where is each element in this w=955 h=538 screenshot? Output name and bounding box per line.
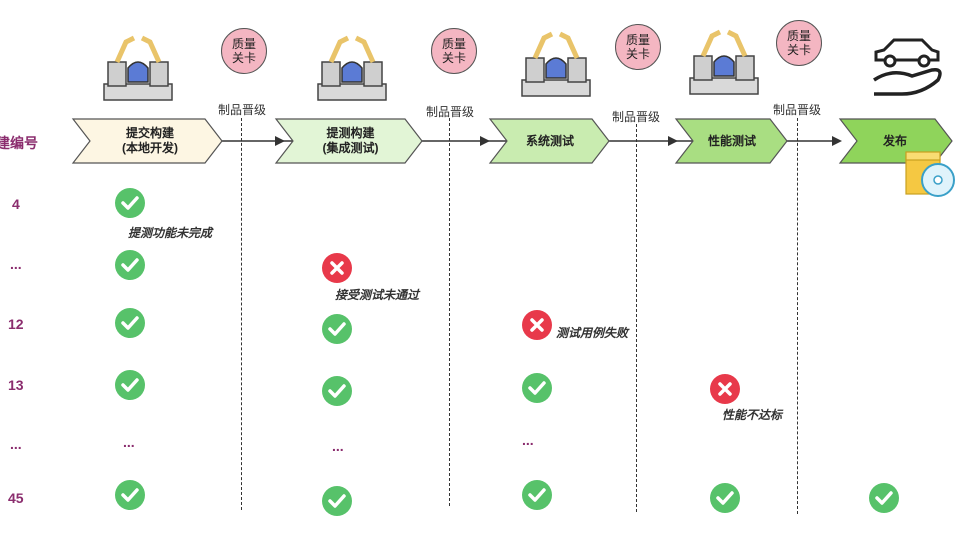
cross-icon [322, 253, 352, 283]
arrow-head [275, 136, 285, 146]
arrow-head [832, 136, 842, 146]
stage-label-integration: 提测构建 (集成测试) [322, 126, 379, 155]
check-icon [322, 376, 352, 406]
ellipsis: ... [123, 434, 135, 450]
check-icon [322, 486, 352, 516]
stage-label-release: 发布 [882, 134, 907, 148]
stage-shape-4 [674, 118, 788, 164]
check-icon [710, 483, 740, 513]
quality-gate: 质量 关卡 [221, 28, 267, 74]
check-icon [115, 308, 145, 338]
quality-gate: 质量 关卡 [431, 28, 477, 74]
gate-divider [449, 118, 450, 506]
promote-label: 制品晋级 [612, 110, 661, 124]
robot-arm-icon [103, 35, 173, 101]
check-icon [115, 250, 145, 280]
row-header-label: 建编号 [0, 135, 38, 151]
row-id: ... [10, 256, 22, 272]
stage-label-submit: 提交构建 (本地开发) [122, 126, 178, 155]
check-icon [522, 373, 552, 403]
stage-shape-1 [71, 118, 223, 164]
row-id: 12 [8, 316, 24, 332]
failure-note: 性能不达标 [722, 408, 783, 422]
check-icon [115, 188, 145, 218]
arrow-head [668, 136, 678, 146]
arrow-head [480, 136, 490, 146]
promote-label: 制品晋级 [773, 103, 822, 117]
cross-icon [710, 374, 740, 404]
failure-note: 接受测试未通过 [335, 288, 420, 302]
stage-label-perf-test: 性能测试 [707, 134, 756, 148]
check-icon [322, 314, 352, 344]
gate-divider [241, 118, 242, 510]
stage-shape-2 [274, 118, 423, 164]
row-id: 45 [8, 490, 24, 506]
quality-gate: 质量 关卡 [615, 24, 661, 70]
quality-gate: 质量 关卡 [776, 20, 822, 66]
check-icon [869, 483, 899, 513]
check-icon [115, 480, 145, 510]
package-disc-icon [905, 151, 955, 197]
ellipsis: ... [332, 438, 344, 454]
failure-note: 测试用例失败 [556, 326, 629, 340]
row-id: 4 [12, 196, 20, 212]
stage-shape-3 [488, 118, 610, 164]
row-id: ... [10, 436, 22, 452]
promote-label: 制品晋级 [218, 103, 267, 117]
hand-car-icon [873, 38, 942, 96]
gate-divider [636, 124, 637, 512]
robot-arm-icon [689, 29, 759, 95]
ellipsis: ... [522, 432, 534, 448]
check-icon [115, 370, 145, 400]
gate-divider [797, 118, 798, 514]
promote-label: 制品晋级 [426, 105, 475, 119]
robot-arm-icon [521, 31, 591, 97]
check-icon [522, 480, 552, 510]
stage-label-system-test: 系统测试 [525, 134, 574, 148]
robot-arm-icon [317, 35, 387, 101]
failure-note: 提测功能未完成 [128, 226, 213, 240]
cross-icon [522, 310, 552, 340]
row-id: 13 [8, 377, 24, 393]
